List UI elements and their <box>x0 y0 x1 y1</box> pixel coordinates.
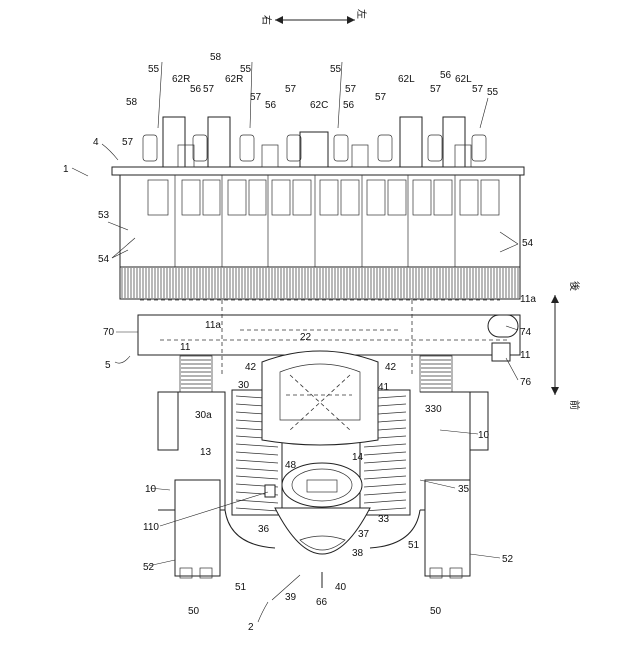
label-62Rb: 62R <box>225 74 243 85</box>
label-57f: 57 <box>375 92 387 103</box>
label-35: 35 <box>458 484 470 495</box>
seedling-tank-62R-a <box>163 117 185 167</box>
label-55a: 55 <box>148 64 160 75</box>
label-54b: 54 <box>522 238 534 249</box>
label-13: 13 <box>200 447 212 458</box>
label-55c: 55 <box>330 64 342 75</box>
label-57e: 57 <box>345 84 357 95</box>
label-36: 36 <box>258 524 270 535</box>
label-37: 37 <box>358 529 370 540</box>
label-22: 22 <box>300 332 312 343</box>
label-70: 70 <box>103 327 115 338</box>
direction-left-label: 左 <box>355 9 368 19</box>
label-14: 14 <box>352 452 364 463</box>
label-11a-b: 11a <box>520 294 536 305</box>
label-39: 39 <box>285 592 297 603</box>
seedling-tank-62L-b <box>443 117 465 167</box>
part-74 <box>488 315 518 337</box>
label-53: 53 <box>98 210 110 221</box>
label-330: 330 <box>425 404 442 415</box>
label-66: 66 <box>316 597 328 608</box>
label-40: 40 <box>335 582 347 593</box>
label-62La: 62L <box>398 74 415 85</box>
label-5: 5 <box>105 360 111 371</box>
label-11-b: 11 <box>520 350 531 361</box>
label-1: 1 <box>63 164 69 175</box>
label-42b: 42 <box>385 362 397 373</box>
label-41: 41 <box>378 382 390 393</box>
rear-wheel-right <box>158 392 178 450</box>
left-right-arrow: 右 左 <box>260 9 368 25</box>
label-62Ra: 62R <box>172 74 190 85</box>
label-50a: 50 <box>188 606 200 617</box>
label-4: 4 <box>93 137 99 148</box>
label-10a: 10 <box>478 430 490 441</box>
front-rear-arrow: 後 前 <box>551 281 581 410</box>
part-76 <box>492 343 510 361</box>
label-54a: 54 <box>98 254 110 265</box>
seedling-tank-62C <box>300 132 328 167</box>
seedling-tank-62L-a <box>400 117 422 167</box>
label-110: 110 <box>143 522 159 533</box>
label-42a: 42 <box>245 362 257 373</box>
label-57b: 57 <box>203 84 215 95</box>
seedling-tank-62R-b <box>208 117 230 167</box>
label-30: 30 <box>238 380 250 391</box>
label-58b: 58 <box>210 52 222 63</box>
label-58a: 58 <box>126 97 138 108</box>
label-50b: 50 <box>430 606 442 617</box>
label-10b: 10 <box>145 484 157 495</box>
label-2: 2 <box>248 622 254 633</box>
label-56d: 56 <box>440 70 452 81</box>
label-57d: 57 <box>285 84 297 95</box>
direction-front-label: 前 <box>568 400 581 410</box>
label-57h: 57 <box>472 84 484 95</box>
label-56b: 56 <box>265 100 277 111</box>
label-57c: 57 <box>250 92 262 103</box>
label-74: 74 <box>520 327 532 338</box>
label-57a: 57 <box>122 137 134 148</box>
label-56c: 56 <box>343 100 355 111</box>
label-30a: 30a <box>195 410 212 421</box>
label-62C: 62C <box>310 100 328 111</box>
label-38: 38 <box>352 548 364 559</box>
label-51b: 51 <box>408 540 420 551</box>
label-62Lb: 62L <box>455 74 472 85</box>
label-48: 48 <box>285 460 297 471</box>
label-52b: 52 <box>502 554 514 565</box>
label-76: 76 <box>520 377 532 388</box>
label-51a: 51 <box>235 582 247 593</box>
direction-rear-label: 後 <box>568 281 581 291</box>
label-57g: 57 <box>430 84 442 95</box>
label-52a: 52 <box>143 562 155 573</box>
label-33: 33 <box>378 514 390 525</box>
rear-wheel-left <box>470 392 488 450</box>
label-11: 11 <box>180 342 191 353</box>
planting-device <box>112 117 524 299</box>
label-11a: 11a <box>205 320 221 331</box>
label-56a: 56 <box>190 84 202 95</box>
front-wheel-right <box>175 480 220 578</box>
label-55d: 55 <box>487 87 499 98</box>
direction-right-label: 右 <box>260 15 273 25</box>
